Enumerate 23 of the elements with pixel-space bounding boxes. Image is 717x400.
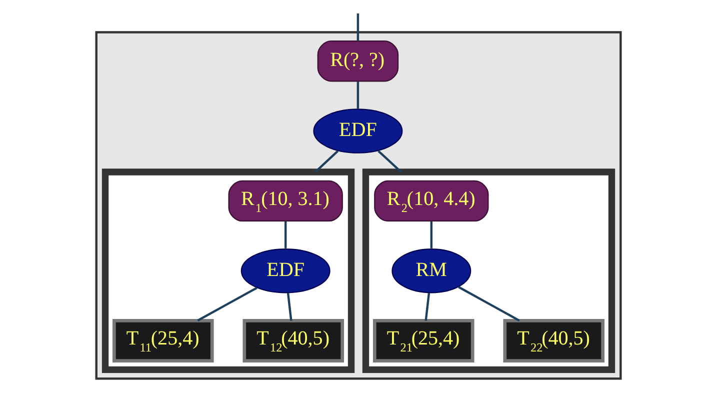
connector [458,286,520,322]
connector [286,292,292,321]
node-box: T$_{12}$(40,5) [242,319,344,362]
connector [356,81,360,109]
connector [197,286,258,322]
node-box: R$_{2}$(10, 4.4) [374,180,489,222]
node-ellipse: RM [392,248,472,294]
node-box: R$_{1}$(10, 3.1) [228,180,343,222]
node-box: R(?, ?) [317,40,399,82]
connector [378,150,402,173]
node-box: T$_{21}$(25,4) [372,319,474,362]
node-ellipse: EDF [240,248,330,294]
cluster [95,31,622,380]
cluster [102,168,355,374]
node-box: T$_{11}$(25,4) [112,319,214,362]
node-box: T$_{22}$(40,5) [503,319,604,362]
connector [284,221,287,248]
connector [424,292,430,321]
connector [430,221,433,248]
connector [314,150,339,173]
connector [356,13,360,41]
cluster [362,168,616,374]
node-ellipse: EDF [313,108,403,154]
